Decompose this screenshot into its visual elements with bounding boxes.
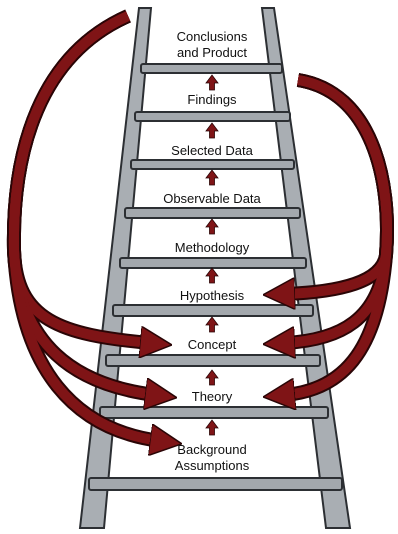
- label-background-line1: Background: [177, 442, 246, 457]
- label-background-line2: Assumptions: [175, 458, 250, 473]
- label-theory: Theory: [192, 389, 233, 404]
- step-up-arrow-icon: [205, 122, 219, 139]
- ladder-rung: [119, 257, 307, 269]
- label-hypothesis: Hypothesis: [180, 288, 245, 303]
- step-up-arrow-icon: [205, 74, 219, 91]
- label-conclusions-line2: and Product: [177, 45, 247, 60]
- ladder-left-rail: [78, 7, 153, 529]
- step-up-arrow-icon: [205, 267, 219, 284]
- step-labels: Conclusions and Product Findings Selecte…: [163, 29, 261, 473]
- right-feedback-arrows: [285, 75, 392, 395]
- ladder-rung: [112, 304, 314, 317]
- step-up-arrow-icon: [205, 316, 219, 333]
- label-methodology: Methodology: [175, 240, 250, 255]
- step-up-arrow-icon: [205, 419, 219, 436]
- step-up-arrow-icon: [205, 169, 219, 186]
- step-up-arrow-icon: [205, 218, 219, 235]
- label-concept: Concept: [188, 337, 237, 352]
- ladder-rung: [130, 159, 295, 170]
- ladder-rung: [99, 406, 329, 419]
- ladder-rung: [88, 477, 343, 491]
- ladder-rung: [105, 354, 321, 367]
- label-conclusions-line1: Conclusions: [177, 29, 248, 44]
- label-observable-data: Observable Data: [163, 191, 261, 206]
- label-findings: Findings: [187, 92, 237, 107]
- ladder-rung: [140, 63, 283, 74]
- left-feedback-arrows: [8, 11, 160, 441]
- feedback-arrow-to-theory-right: [285, 75, 392, 395]
- step-up-arrow-icon: [205, 369, 219, 386]
- step-up-arrows: [205, 74, 219, 436]
- label-selected-data: Selected Data: [171, 143, 253, 158]
- ladder-rung: [134, 111, 291, 122]
- ladder-rung: [124, 207, 301, 219]
- feedback-arrow-to-background: [8, 11, 160, 441]
